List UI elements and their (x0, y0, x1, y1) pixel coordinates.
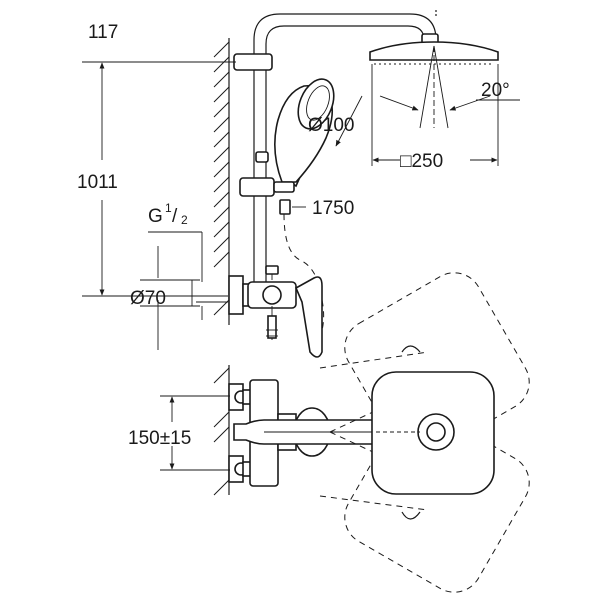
handshower-dim-line (335, 95, 363, 147)
mixer-valve (228, 265, 323, 358)
thread-dimension (140, 231, 228, 350)
thread-slash: / (172, 206, 178, 227)
thread-prefix: G (148, 206, 163, 227)
hose-label: 1750 (312, 198, 354, 219)
head-size-label: □250 (400, 151, 443, 172)
angle-indicator (379, 45, 520, 129)
centers-label: 150±15 (128, 428, 191, 449)
hand-shower (255, 78, 335, 188)
shower-holder (239, 177, 295, 215)
wall-lower (213, 365, 230, 496)
overhead-top-view (371, 371, 495, 495)
centers-dimension (160, 395, 230, 471)
angle-label: 20° (481, 80, 510, 101)
wall-bracket (233, 53, 273, 71)
handshower-label: Ø100 (308, 115, 354, 136)
thread-denominator: 2 (181, 213, 188, 227)
escutcheon-label: Ø70 (130, 288, 166, 309)
head-size-dimension (371, 64, 499, 166)
wall-upper (213, 38, 230, 325)
height-dimension (82, 61, 236, 297)
thread-numerator: 1 (165, 201, 172, 215)
total-height-label: 1011 (77, 172, 118, 193)
top-offset-label: 117 (88, 22, 118, 43)
